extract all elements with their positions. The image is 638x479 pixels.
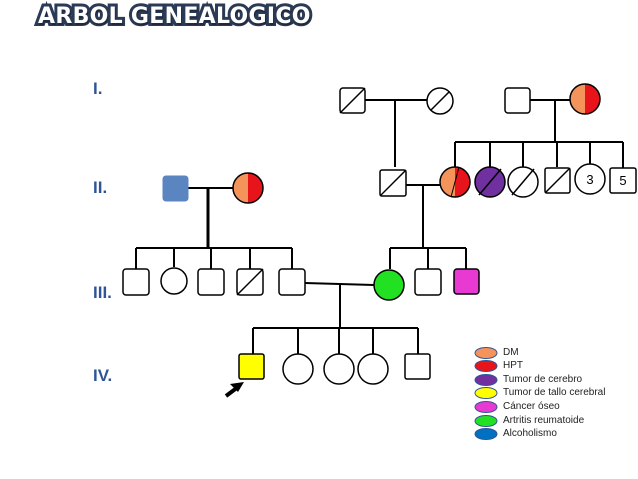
legend-swatch-dm [474,347,498,359]
male-grandfather-maternal [504,87,531,114]
female-dm-hpt [232,172,264,204]
male-sibling-group [609,167,637,194]
deceased-slash [236,268,264,296]
legend-label-brainstem-tumor: Tumor de tallo cerebral [503,387,606,398]
generation-label-iii: III. [93,283,112,302]
deceased-slash [544,167,571,194]
female-mother-rheumatoid-arthritis [373,269,405,301]
connector-lines [135,99,624,354]
male-bone-cancer [453,268,480,295]
legend-swatch-bone-cancer [474,401,498,413]
legend-label-rheumatoid-arthritis: Artritis reumatoide [503,415,585,426]
legend-swatch-brain-tumor [474,374,498,386]
legend-swatch-alcoholism [474,428,498,440]
legend-swatch-hpt [474,360,498,372]
female-iv-2 [282,353,314,385]
female-count-label: 3 [586,172,593,187]
deceased-slash [430,91,450,111]
legend-label-alcoholism: Alcoholismo [503,428,557,439]
proband-arrow-icon [224,382,244,398]
dm-half [570,84,585,114]
male-iii-3 [197,268,225,296]
deceased-slash [339,87,366,114]
hpt-half [248,173,263,203]
male-iv-5 [404,353,431,380]
hpt-half [455,167,470,197]
male-iii-7 [414,268,442,296]
legend-label-hpt: HPT [503,360,523,371]
deceased-slash [379,169,407,197]
female-iv-3 [323,353,355,385]
hpt-half [585,84,600,114]
deceased-slash [450,166,460,198]
legend-swatch-rheumatoid-arthritis [474,415,498,427]
dm-half [233,173,248,203]
deceased-slash [511,168,535,196]
male-alcoholism [162,175,189,202]
deceased-slash [478,168,502,196]
female-sibling-group [574,163,606,195]
female-grandmother-maternal-dm-hpt [569,83,601,115]
generation-label-iv: IV. [93,366,113,385]
female-mother-dm-hpt [439,166,471,198]
generation-label-ii: II. [93,178,108,197]
legend-label-bone-cancer: Cáncer óseo [503,401,560,412]
proband-male-brainstem-tumor [238,353,265,380]
male-iii-1 [122,268,150,296]
legend-swatches [474,347,498,440]
male-father-iii [278,268,306,296]
female-iv-4 [357,353,389,385]
legend-label-dm: DM [503,347,519,358]
dm-half [440,167,455,197]
legend-swatch-brainstem-tumor [474,387,498,399]
mating-line [304,282,375,286]
male-count-label: 5 [619,173,626,188]
legend-label-brain-tumor: Tumor de cerebro [503,374,583,385]
page-title: ARBOL GENEALOGICO [35,1,313,32]
generation-label-i: I. [93,79,103,98]
female-iii-2 [160,267,188,295]
